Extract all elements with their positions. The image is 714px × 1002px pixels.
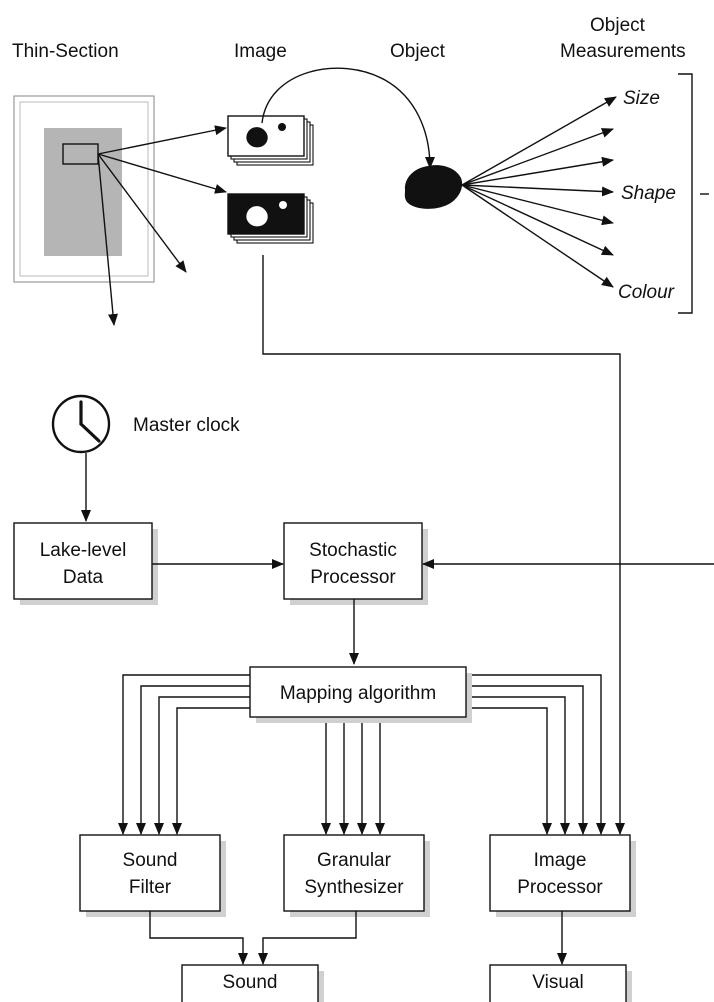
stochastic-line2: Processor bbox=[310, 567, 396, 588]
granular-line1: Granular bbox=[317, 850, 392, 871]
header-image: Image bbox=[234, 41, 287, 62]
thin-section-slide bbox=[13, 95, 155, 283]
sound-filter-box: Sound Filter bbox=[79, 834, 226, 917]
mapping-algorithm-box: Mapping algorithm bbox=[249, 666, 472, 723]
connector-granular-to-sound-output bbox=[258, 911, 357, 965]
image-processor-line2: Processor bbox=[517, 877, 603, 898]
measurement-shape: Shape bbox=[621, 183, 676, 204]
stochastic-processor-box: Stochastic Processor bbox=[283, 522, 428, 605]
master-clock-label: Master clock bbox=[133, 415, 240, 436]
header-object: Object bbox=[390, 41, 446, 62]
lake-level-line1: Lake-level bbox=[40, 540, 127, 561]
header-object-measurements-line2: Measurements bbox=[560, 41, 686, 62]
arrow-roi-down-right bbox=[97, 153, 187, 273]
sound-output-line2: output bbox=[224, 999, 278, 1002]
visual-output-box: Visual output bbox=[489, 964, 632, 1002]
header-thin-section: Thin-Section bbox=[12, 41, 119, 62]
arrow-roi-down bbox=[97, 153, 118, 326]
mapping-connectors bbox=[118, 674, 606, 835]
lake-level-line2: Data bbox=[63, 567, 104, 588]
granular-line2: Synthesizer bbox=[304, 877, 404, 898]
line-binary-to-image-processor bbox=[262, 255, 625, 835]
image-processor-box: Image Processor bbox=[489, 834, 636, 917]
master-clock-icon bbox=[51, 394, 111, 454]
measurement-colour: Colour bbox=[618, 282, 675, 303]
thin-section-sample bbox=[44, 128, 122, 256]
arrow-roi-to-binary bbox=[97, 153, 227, 194]
arrow-image-to-object bbox=[261, 67, 435, 169]
arrow-roi-to-image bbox=[97, 125, 227, 155]
header-object-measurements-line1: Object bbox=[590, 15, 646, 36]
connector-filter-to-sound-output bbox=[149, 911, 248, 965]
sound-output-box: Sound output bbox=[181, 964, 324, 1002]
lake-level-data-box: Lake-level Data bbox=[13, 522, 158, 605]
image-processor-line1: Image bbox=[534, 850, 587, 871]
object-blob bbox=[404, 165, 463, 209]
granular-synthesizer-box: Granular Synthesizer bbox=[283, 834, 430, 917]
sound-output-line1: Sound bbox=[223, 972, 278, 993]
visual-output-line2: output bbox=[532, 999, 586, 1002]
image-stack bbox=[227, 115, 314, 166]
mapping-label: Mapping algorithm bbox=[280, 683, 436, 704]
visual-output-line1: Visual bbox=[532, 972, 583, 993]
measurements-bracket bbox=[678, 73, 693, 314]
binary-image-stack bbox=[227, 193, 314, 244]
measurement-fan bbox=[461, 96, 617, 288]
stochastic-line1: Stochastic bbox=[309, 540, 397, 561]
sound-filter-line2: Filter bbox=[129, 877, 172, 898]
measurement-size: Size bbox=[623, 88, 660, 109]
sound-filter-line1: Sound bbox=[123, 850, 178, 871]
